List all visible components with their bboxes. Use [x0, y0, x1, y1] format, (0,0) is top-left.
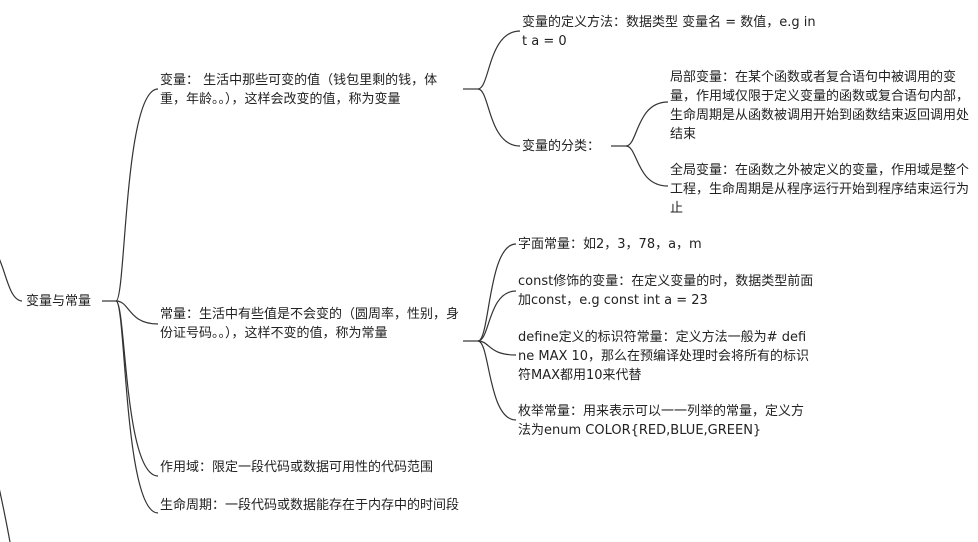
node-local-variable[interactable]: 局部变量：在某个函数或者复合语句中被调用的变量，作用域仅限于定义变量的函数或复合… — [670, 70, 970, 142]
edge-constant-to-define — [477, 340, 517, 356]
edge-classification-to-global — [625, 145, 669, 187]
edge-variable-to-definition — [477, 30, 521, 90]
edge-root-to-scope — [115, 300, 159, 477]
edge-offscreen-lower — [0, 489, 11, 542]
node-enum-constant[interactable]: 枚举常量：用来表示可以一一列举的常量，定义方法为enum COLOR{RED,B… — [518, 404, 805, 438]
edge-classification-to-local — [625, 101, 669, 147]
node-scope[interactable]: 作用域：限定一段代码或数据可用性的代码范围 — [160, 460, 434, 475]
edge-constant-to-enum — [477, 340, 517, 421]
node-const-modified-variable[interactable]: const修饰的变量：在定义变量的时，数据类型前面加const，e.g cons… — [518, 274, 814, 308]
node-variable-classification[interactable]: 变量的分类： — [522, 139, 601, 154]
edge-variable-to-classification — [477, 88, 521, 147]
edge-offscreen-to-root — [0, 258, 23, 302]
node-literal-constant[interactable]: 字面常量：如2，3，78，a，m — [518, 237, 702, 252]
edge-root-to-constant — [115, 300, 159, 325]
node-lifetime[interactable]: 生命周期：一段代码或数据能存在于内存中的时间段 — [160, 498, 460, 513]
node-constant[interactable]: 常量：生活中有些值是不会变的（圆周率，性别，身份证号码。。），这样不变的值，称为… — [160, 307, 460, 341]
node-root[interactable]: 变量与常量 — [26, 294, 92, 309]
node-variable-definition[interactable]: 变量的定义方法：数据类型 变量名 = 数值，e.g int a = 0 — [522, 15, 816, 49]
edge-root-to-lifetime — [115, 300, 159, 514]
node-variable[interactable]: 变量： 生活中那些可变的值（钱包里剩的钱，体重，年龄。。），这样会改变的值，称为… — [160, 73, 438, 107]
node-global-variable[interactable]: 全局变量：在函数之外被定义的变量，作用域是整个工程，生命周期是从程序运行开始到程… — [670, 163, 970, 216]
node-define-constant[interactable]: define定义的标识符常量：定义方法一般为# define MAX 10，那么… — [518, 330, 810, 383]
edge-root-to-variable — [115, 88, 159, 302]
edge-constant-to-literal — [477, 243, 517, 342]
edge-constant-to-const — [477, 290, 517, 342]
